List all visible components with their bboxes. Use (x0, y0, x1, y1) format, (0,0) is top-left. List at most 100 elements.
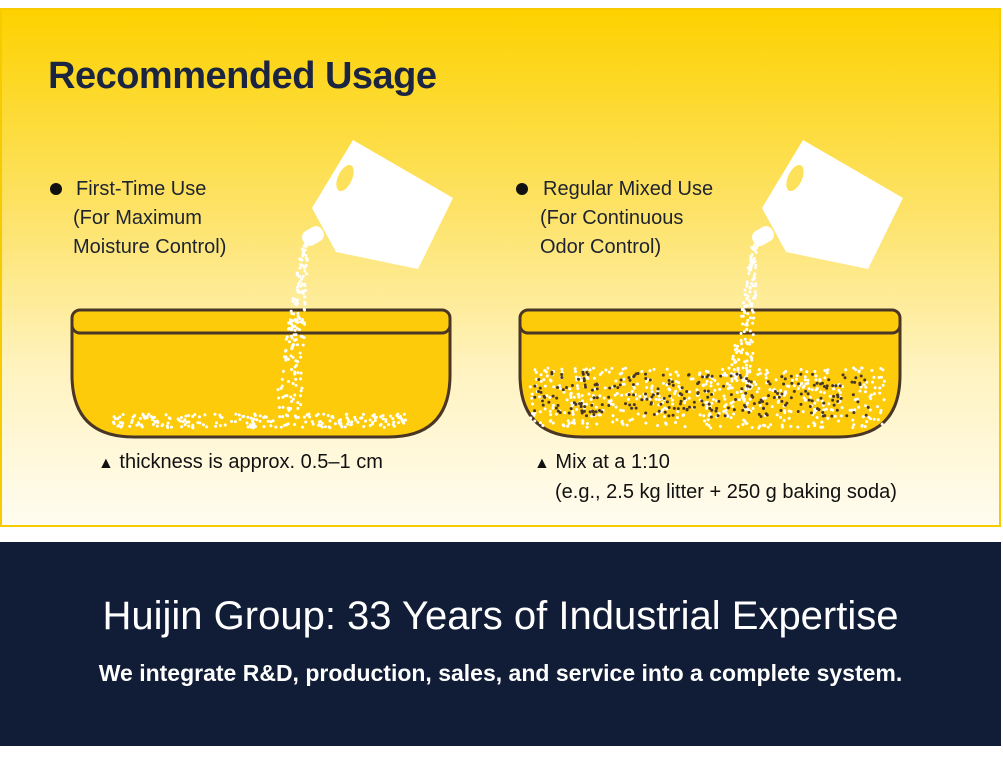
particle (752, 316, 756, 320)
particle (823, 376, 827, 380)
particle (650, 384, 654, 388)
particle (539, 373, 543, 377)
particle (652, 413, 656, 417)
particle (613, 384, 617, 388)
particle (135, 423, 139, 427)
particle (750, 358, 754, 362)
particle (528, 385, 532, 389)
particle (870, 369, 874, 373)
particle (735, 347, 739, 351)
particle (700, 399, 704, 403)
particle (558, 384, 562, 388)
particle (741, 307, 745, 311)
particle (815, 381, 819, 385)
particle (289, 406, 293, 410)
particle (786, 384, 790, 388)
particle (750, 425, 754, 429)
particle (865, 380, 869, 384)
particle (558, 411, 562, 415)
particle (687, 396, 691, 400)
particle (346, 422, 350, 426)
particle (279, 425, 283, 429)
particle (299, 371, 303, 375)
particle (742, 399, 746, 403)
triangle-icon: ▲ (98, 455, 114, 472)
particle (262, 425, 266, 429)
particle (736, 368, 740, 372)
particle (731, 404, 735, 408)
particle (803, 375, 807, 379)
banner-tagline: We integrate R&D, production, sales, and… (98, 660, 903, 686)
particle (789, 424, 793, 428)
particle (757, 412, 761, 416)
particle (709, 415, 713, 419)
particle (873, 386, 877, 390)
particle (741, 322, 745, 326)
particle (223, 423, 227, 427)
particle (753, 272, 757, 276)
particle (650, 390, 654, 394)
particle (820, 399, 824, 403)
particle (758, 400, 762, 404)
particle (749, 267, 753, 271)
particle (145, 416, 149, 420)
particle (730, 377, 734, 381)
particle (563, 411, 567, 415)
particle (570, 404, 574, 408)
particle (654, 397, 658, 401)
particle (320, 425, 324, 429)
first-time-use-label: First-Time Use (For Maximum Moisture Con… (73, 175, 226, 262)
particle (701, 403, 705, 407)
particle (305, 256, 309, 260)
particle (121, 421, 125, 425)
particle (671, 402, 675, 406)
particle (721, 367, 725, 371)
particle (543, 407, 547, 411)
particle (753, 380, 757, 384)
particle (280, 384, 284, 388)
particle (859, 385, 863, 389)
particle (780, 399, 784, 403)
particle (715, 406, 719, 410)
particle (860, 424, 864, 428)
particle (825, 369, 829, 373)
particle (213, 412, 217, 416)
particle (246, 425, 250, 429)
particle (678, 402, 682, 406)
particle (821, 425, 825, 429)
particle (249, 425, 253, 429)
particle (848, 408, 852, 412)
particle (632, 403, 636, 407)
particle (530, 396, 534, 400)
particle (687, 373, 691, 377)
particle (591, 393, 595, 397)
particle (302, 307, 306, 311)
particle (281, 415, 285, 419)
particle (810, 388, 814, 392)
particle (837, 419, 841, 423)
particle (600, 410, 604, 414)
particle (302, 249, 306, 253)
heading: First-Time Use (76, 178, 207, 200)
particle (668, 388, 672, 392)
particle (840, 406, 844, 410)
particle (644, 421, 648, 425)
particle (713, 378, 717, 382)
particle (779, 388, 783, 392)
particle (291, 381, 295, 385)
particle (600, 371, 604, 375)
particle (803, 378, 807, 382)
particle (643, 394, 647, 398)
particle (843, 376, 847, 380)
particle (294, 383, 298, 387)
particle (234, 412, 238, 416)
particle (698, 413, 702, 417)
particle (625, 423, 629, 427)
particle (167, 416, 171, 420)
particle (541, 423, 545, 427)
particle (296, 311, 300, 315)
particle (830, 414, 834, 418)
particle (803, 398, 807, 402)
particle (292, 312, 296, 316)
particle (761, 423, 765, 427)
